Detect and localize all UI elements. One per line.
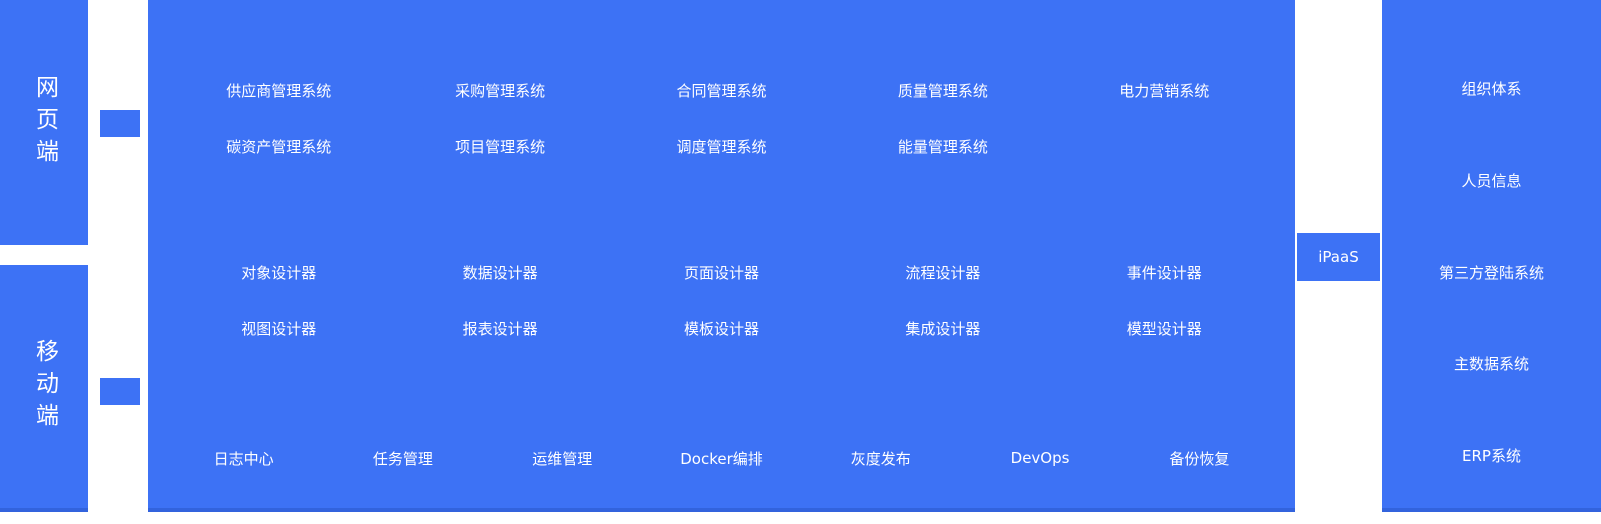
designer-row-2: 视图设计器 报表设计器 模板设计器 集成设计器 模型设计器 xyxy=(148,316,1295,340)
panel-mobile-client: 移动端 xyxy=(0,265,88,512)
app-system-label: 项目管理系统 xyxy=(455,137,546,156)
designer-label: 视图设计器 xyxy=(241,319,317,338)
app-system-label: 碳资产管理系统 xyxy=(226,137,332,156)
app-system-label: 质量管理系统 xyxy=(897,81,988,100)
connector-web xyxy=(100,110,140,137)
external-system-label: ERP系统 xyxy=(1462,447,1521,465)
ops-label: 灰度发布 xyxy=(850,449,911,468)
app-system-label: 供应商管理系统 xyxy=(226,81,332,100)
external-system-label: 组织体系 xyxy=(1461,80,1522,98)
designer-label: 模板设计器 xyxy=(683,319,759,338)
external-system-label: 主数据系统 xyxy=(1453,355,1529,374)
ops-row: 日志中心 任务管理 运维管理 Docker编排 灰度发布 DevOps 备份恢复 xyxy=(148,446,1295,470)
external-system-label: 人员信息 xyxy=(1461,171,1522,190)
designer-label: 模型设计器 xyxy=(1126,319,1202,338)
panel-mobile-client-label: 移动端 xyxy=(31,338,58,435)
panel-platform: 供应商管理系统 采购管理系统 合同管理系统 质量管理系统 电力营销系统 碳资产管理系统 项… xyxy=(148,0,1295,512)
panel-web-client: 网页端 xyxy=(0,0,88,245)
ops-label: 运维管理 xyxy=(532,449,593,468)
app-systems-row-1: 供应商管理系统 采购管理系统 合同管理系统 质量管理系统 电力营销系统 xyxy=(148,78,1295,102)
ops-label: Docker编排 xyxy=(680,449,763,468)
designer-label: 报表设计器 xyxy=(462,319,538,338)
panel-web-client-label: 网页端 xyxy=(31,74,58,171)
designer-row-1: 对象设计器 数据设计器 页面设计器 流程设计器 事件设计器 xyxy=(148,260,1295,284)
designer-label: 事件设计器 xyxy=(1126,263,1202,282)
ops-label: 备份恢复 xyxy=(1169,449,1230,468)
designer-label: 数据设计器 xyxy=(462,263,538,282)
app-systems-row-2: 碳资产管理系统 项目管理系统 调度管理系统 能量管理系统 xyxy=(148,134,1295,158)
ops-label: 日志中心 xyxy=(213,449,274,468)
app-system-label: 能量管理系统 xyxy=(897,137,988,156)
app-system-label: 采购管理系统 xyxy=(455,81,546,100)
ipaas-box: iPaaS xyxy=(1297,233,1380,281)
app-system-label: 电力营销系统 xyxy=(1119,81,1210,100)
designer-label: 流程设计器 xyxy=(905,263,981,282)
ops-label: DevOps xyxy=(1010,449,1070,467)
designer-label: 对象设计器 xyxy=(241,263,317,282)
ipaas-label: iPaaS xyxy=(1318,248,1359,266)
panel-external-systems: 组织体系人员信息第三方登陆系统主数据系统 ERP系统 xyxy=(1382,0,1601,512)
app-system-label: 调度管理系统 xyxy=(676,137,767,156)
external-system-label: 第三方登陆系统 xyxy=(1438,263,1544,282)
ops-label: 任务管理 xyxy=(372,449,433,468)
app-system-label: 合同管理系统 xyxy=(676,81,767,100)
designer-label: 页面设计器 xyxy=(683,263,759,282)
designer-label: 集成设计器 xyxy=(905,319,981,338)
connector-mobile xyxy=(100,378,140,405)
